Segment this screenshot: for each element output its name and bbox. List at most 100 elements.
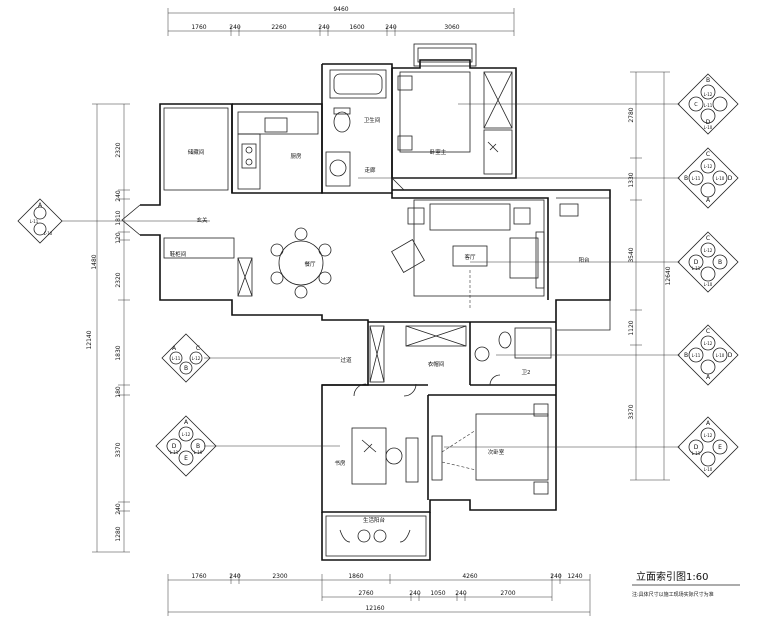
label-bath2: 卫2 <box>522 369 531 376</box>
dim-right-0: 2780 <box>628 107 635 122</box>
marker-5-bottom: A <box>706 374 711 381</box>
index-marker: B C D L-12 L-11 L-10 <box>677 73 739 135</box>
marker-4-l3: L-10 <box>704 282 713 287</box>
marker-5-top: C <box>706 328 710 335</box>
marker-4-top: C <box>706 235 710 242</box>
dim-bottom2-2: 1050 <box>430 590 445 597</box>
index-marker: A L-11 L-10 <box>17 198 63 244</box>
right-total-dim: 12640 <box>665 266 672 285</box>
marker-5-l2: L-11 <box>692 353 701 358</box>
marker-7-l1: L-12 <box>182 432 191 437</box>
dim-bottom2-1: 240 <box>409 590 421 597</box>
marker-2-top: C <box>706 151 710 158</box>
dim-left-2: 1810 <box>115 210 122 225</box>
marker-8-l2: L-11 <box>692 451 701 456</box>
label-dining: 餐厅 <box>304 260 316 268</box>
label-hall: 走廊 <box>364 166 376 174</box>
bathtub-icon <box>329 69 387 99</box>
entrance-door-icon <box>121 204 141 236</box>
bottom-total-dim: 12160 <box>365 605 384 612</box>
marker-2-bottom: A <box>706 197 711 204</box>
marker-5-l1: L-12 <box>704 341 713 346</box>
index-marker: A C B L-11 L-12 <box>161 333 211 383</box>
label-master-bedroom: 卧室主 <box>430 148 447 156</box>
index-marker: C D B L-12 L-11 L-10 <box>677 231 739 293</box>
dim-left-3: 120 <box>115 232 122 244</box>
label-study: 书房 <box>334 459 346 467</box>
dim-top-3: 240 <box>318 24 330 31</box>
marker-5-right: D <box>728 352 733 359</box>
master-bed-icon <box>399 71 471 153</box>
dim-bottom-0: 1760 <box>191 573 206 580</box>
bottom-dimensions: 1760 240 2300 1860 4260 240 1240 2760 24… <box>167 573 591 616</box>
label-living: 客厅 <box>464 253 476 261</box>
desk-lamp-icon <box>487 141 499 153</box>
marker-1-l1: L-12 <box>704 92 713 97</box>
marker-1-l3: L-10 <box>704 125 713 130</box>
left-total-dim: 12140 <box>86 330 93 349</box>
marker-8-l1: L-12 <box>704 433 713 438</box>
marker-7-right: B <box>196 443 200 450</box>
dim-right-1: 1330 <box>628 172 635 187</box>
room-labels: 储藏间 厨房 卫生间 卧室主 走廊 玄关 餐厅 客厅 阳台 鞋柜间 过道 衣帽间… <box>170 116 590 524</box>
marker-2-left: B <box>684 175 688 182</box>
dim-right-4: 3370 <box>628 404 635 419</box>
label-balcony-big: 阳台 <box>578 256 590 264</box>
marker-7-l2: L-11 <box>170 450 179 455</box>
dim-right-3: 1120 <box>628 320 635 335</box>
study-desk <box>351 427 387 485</box>
dim-bottom-5: 240 <box>550 573 562 580</box>
marker-3-top: A <box>38 202 43 209</box>
label-cloakroom: 衣帽间 <box>428 360 445 368</box>
marker-2-right: D <box>728 175 733 182</box>
dim-left-4: 1480 <box>91 254 98 269</box>
basin-icon <box>329 159 347 177</box>
marker-2-l2: L-11 <box>692 176 701 181</box>
marker-4-l1: L-12 <box>704 248 713 253</box>
top-dimensions: 9460 1760 240 2260 240 1600 240 3060 <box>167 6 515 36</box>
dim-left-9: 240 <box>115 503 122 515</box>
dim-left-5: 2320 <box>115 272 122 287</box>
toilet-icon <box>333 111 351 133</box>
dim-top-1: 240 <box>229 24 241 31</box>
index-marker: A D B E L-12 L-11 L-10 <box>155 415 217 477</box>
marker-6-l2: L-12 <box>192 356 201 361</box>
marker-1-top: B <box>706 77 710 84</box>
marker-4-left: D <box>694 259 699 266</box>
top-total-dim: 9460 <box>333 6 348 13</box>
stove-icon <box>241 143 257 169</box>
dim-left-10: 1280 <box>115 526 122 541</box>
dim-bottom2-0: 2760 <box>358 590 373 597</box>
marker-3-l1: L-11 <box>30 219 39 224</box>
index-marker: C B D A L-12 L-11 L-10 <box>677 324 739 386</box>
dim-left-6: 1830 <box>115 345 122 360</box>
marker-2-l1: L-12 <box>704 164 713 169</box>
marker-6-right: C <box>196 345 200 352</box>
dim-bottom-2: 2300 <box>272 573 287 580</box>
marker-7-bottom: E <box>184 455 188 462</box>
dim-left-7: 180 <box>115 386 122 398</box>
marker-8-l3: L-10 <box>704 467 713 472</box>
label-second-bedroom: 次卧室 <box>488 448 505 456</box>
marker-8-right: E <box>718 444 722 451</box>
dim-bottom-1: 240 <box>229 573 241 580</box>
label-shoe: 鞋柜间 <box>170 250 187 258</box>
sink-icon <box>264 117 288 133</box>
dim-bottom-6: 1240 <box>567 573 582 580</box>
label-bathroom: 卫生间 <box>364 116 381 124</box>
label-corridor: 过道 <box>340 356 352 364</box>
dim-top-5: 240 <box>385 24 397 31</box>
marker-1-l2: L-11 <box>704 103 713 108</box>
study-lamp-icon <box>361 439 377 453</box>
marker-3-l2: L-10 <box>44 231 53 236</box>
marker-7-left: D <box>172 443 177 450</box>
label-balcony-small: 生活阳台 <box>363 516 386 524</box>
index-marker: C B D A L-12 L-11 L-10 <box>677 147 739 209</box>
marker-4-right: B <box>718 259 722 266</box>
label-storage: 储藏间 <box>188 148 205 156</box>
marker-5-l3: L-10 <box>716 353 725 358</box>
dim-bottom2-3: 240 <box>455 590 467 597</box>
sofa-icon <box>429 203 511 231</box>
label-entrance: 玄关 <box>196 216 208 224</box>
